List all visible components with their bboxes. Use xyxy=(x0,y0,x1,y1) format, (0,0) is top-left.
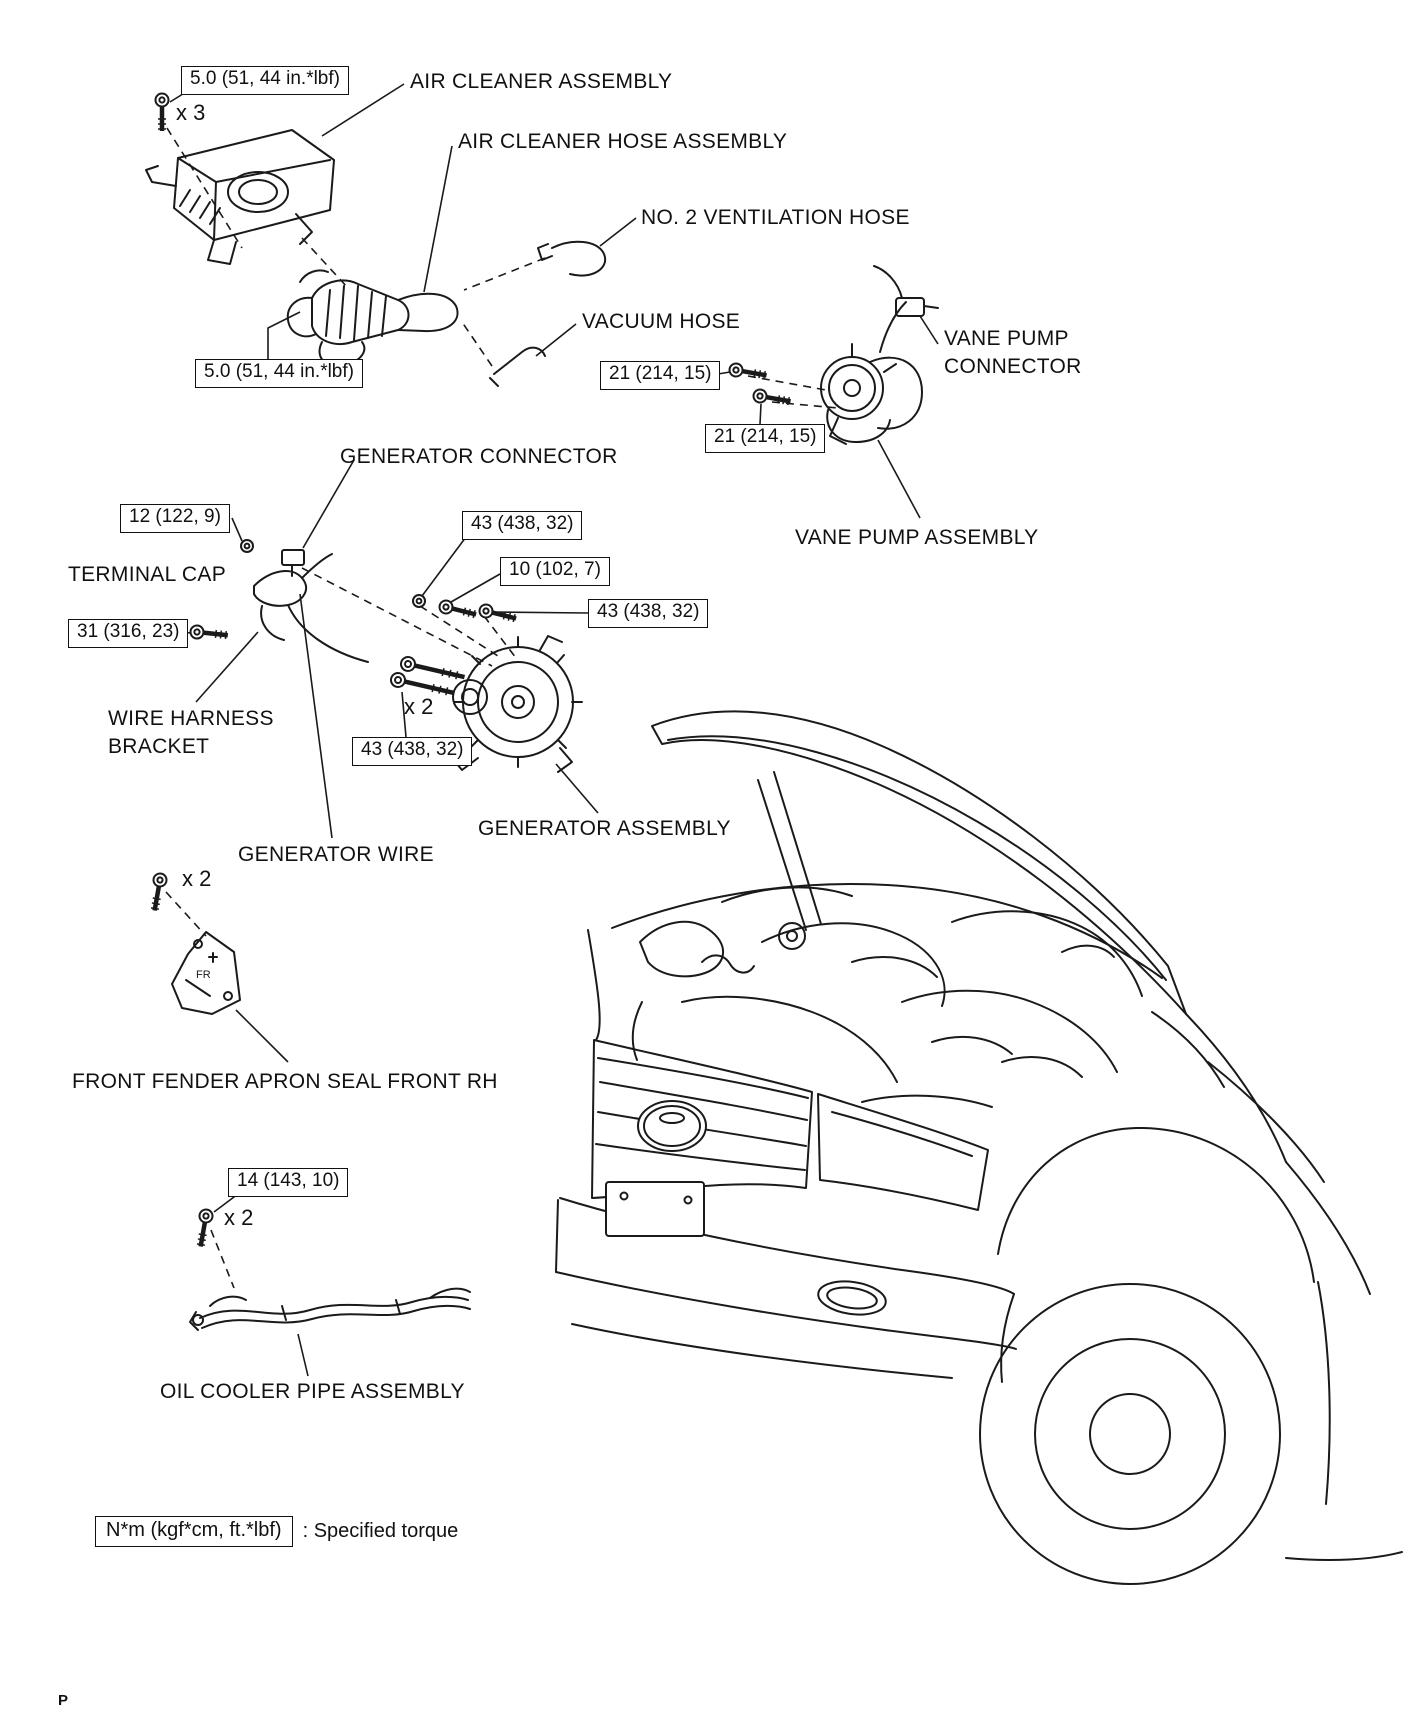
torque-box-terminal-nut: 12 (122, 9) xyxy=(120,504,230,533)
long-bolt-icon xyxy=(400,656,466,684)
label-generator-connector: GENERATOR CONNECTOR xyxy=(340,445,618,468)
torque-box-generator-nut: 10 (102, 7) xyxy=(500,557,610,586)
bolt-icon xyxy=(194,1208,213,1247)
label-vacuum-hose: VACUUM HOSE xyxy=(582,310,741,333)
bolt-icon xyxy=(478,603,518,625)
washer-icon xyxy=(412,594,426,608)
label-terminal-cap: TERMINAL CAP xyxy=(68,563,227,586)
generator-drawing xyxy=(451,635,583,773)
fr-orientation-mark: FR xyxy=(196,969,211,981)
multiplier-air-cleaner: x 3 xyxy=(176,100,206,125)
torque-box-air-cleaner-hose: 5.0 (51, 44 in.*lbf) xyxy=(195,359,363,388)
label-air-cleaner-hose-assembly: AIR CLEANER HOSE ASSEMBLY xyxy=(458,130,788,153)
bolt-icon xyxy=(752,388,791,407)
label-oil-cooler-pipe-assembly: OIL COOLER PIPE ASSEMBLY xyxy=(160,1380,465,1403)
terminal-cap-wire-drawing xyxy=(253,549,369,663)
leader-lines xyxy=(169,83,939,1377)
torque-box-generator-bolt-c: 43 (438, 32) xyxy=(352,737,473,766)
label-generator-wire: GENERATOR WIRE xyxy=(238,843,434,866)
vacuum-hose-drawing xyxy=(489,346,546,387)
label-vane-pump-assembly: VANE PUMP ASSEMBLY xyxy=(795,526,1039,549)
torque-unit-box: N*m (kgf*cm, ft.*lbf) xyxy=(95,1516,293,1547)
label-no2-ventilation-hose: NO. 2 VENTILATION HOSE xyxy=(641,206,910,229)
bolt-icon xyxy=(190,625,229,642)
engine-bay-detail xyxy=(631,886,1225,1108)
bolt-icon xyxy=(156,94,169,132)
torque-box-vane-pump-upper: 21 (214, 15) xyxy=(600,361,721,390)
air-cleaner-hose-drawing xyxy=(286,269,459,367)
torque-box-air-cleaner-bolts: 5.0 (51, 44 in.*lbf) xyxy=(181,66,349,95)
bolt-icon xyxy=(148,872,167,911)
torque-legend-text: : Specified torque xyxy=(302,1520,459,1542)
torque-legend: N*m (kgf*cm, ft.*lbf) : Specified torque xyxy=(95,1516,458,1547)
multiplier-oil-pipe: x 2 xyxy=(224,1205,254,1230)
oil-cooler-pipe-drawing xyxy=(189,1287,471,1331)
torque-box-terminal-bolt: 31 (316, 23) xyxy=(68,619,189,648)
page-marker: P xyxy=(58,1692,69,1709)
label-vane-pump-connector: VANE PUMP CONNECTOR xyxy=(944,327,1082,379)
multiplier-generator: x 2 xyxy=(404,694,434,719)
vane-pump-drawing xyxy=(820,301,923,445)
torque-box-generator-bolt-a: 43 (438, 32) xyxy=(462,511,583,540)
torque-box-oil-cooler-pipe: 14 (143, 10) xyxy=(228,1168,349,1197)
vane-pump-connector-drawing xyxy=(873,265,939,317)
washer-icon xyxy=(240,539,254,553)
air-cleaner-assembly-drawing xyxy=(145,129,335,265)
dashed-assembly-lines xyxy=(165,127,839,1289)
torque-box-generator-bolt-b: 43 (438, 32) xyxy=(588,599,709,628)
bolt-icon xyxy=(438,599,478,621)
no2-ventilation-hose-drawing xyxy=(537,240,607,277)
multiplier-apron-seal: x 2 xyxy=(182,866,212,891)
label-generator-assembly: GENERATOR ASSEMBLY xyxy=(478,817,731,840)
label-front-fender-apron-seal: FRONT FENDER APRON SEAL FRONT RH xyxy=(72,1070,498,1093)
apron-seal-bracket-drawing xyxy=(171,931,241,1015)
label-wire-harness-bracket: WIRE HARNESS BRACKET xyxy=(108,707,274,759)
vehicle-drawing xyxy=(555,710,1403,1585)
torque-box-vane-pump-lower: 21 (214, 15) xyxy=(705,424,826,453)
label-air-cleaner-assembly: AIR CLEANER ASSEMBLY xyxy=(410,70,673,93)
